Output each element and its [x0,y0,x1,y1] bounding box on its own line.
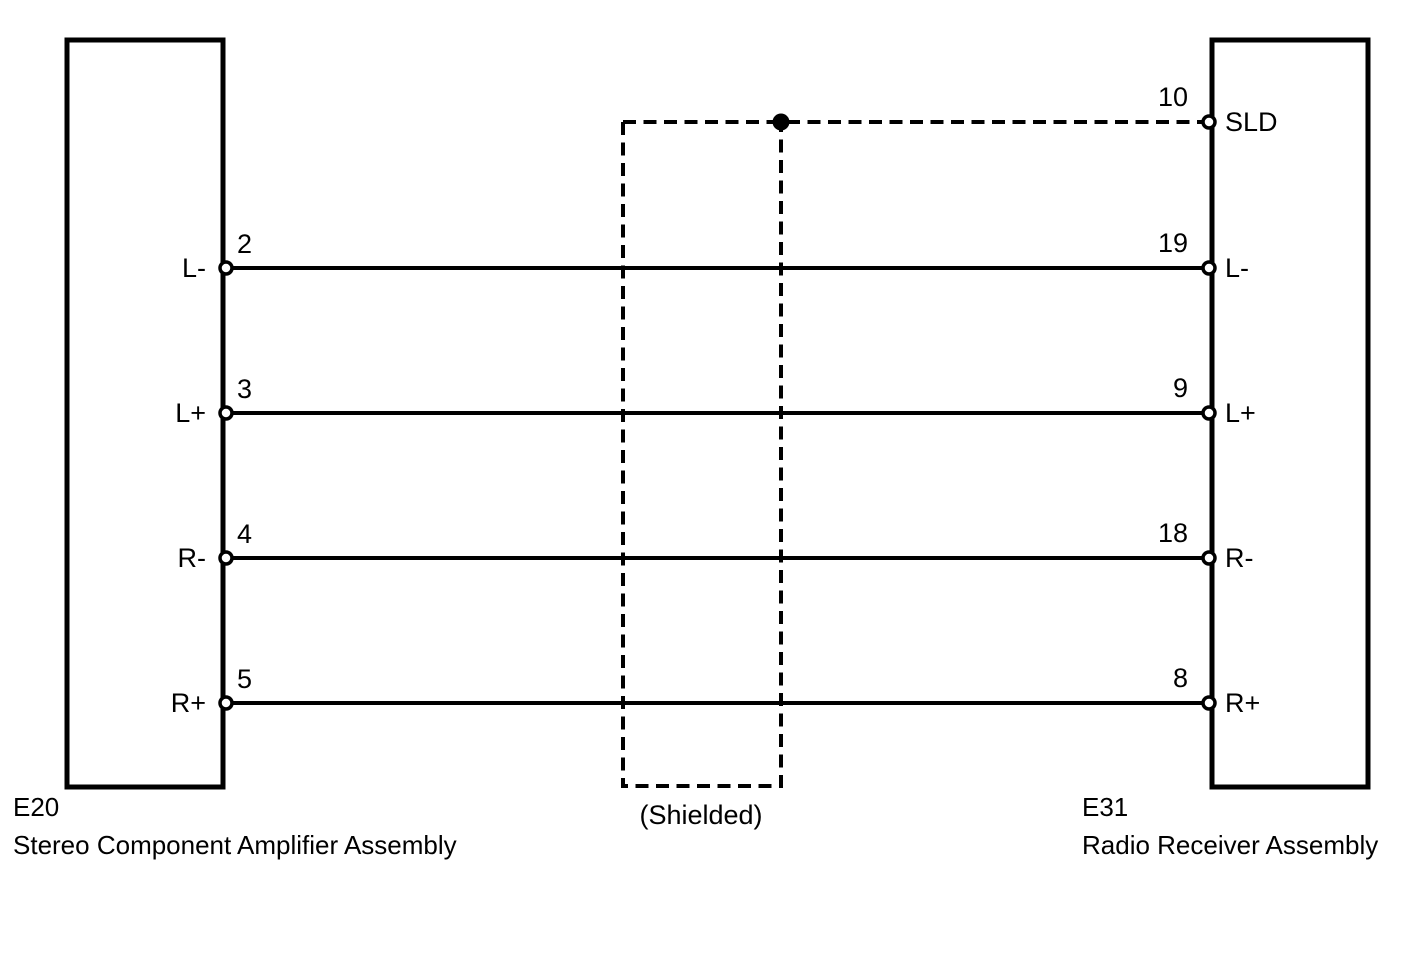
pin-terminal-e20-4 [218,550,234,566]
pin-number-e20-5: 5 [237,664,252,694]
pin-terminal-e31-18 [1201,550,1217,566]
shield-caption: (Shielded) [639,800,762,830]
pin-number-e20-3: 3 [237,374,252,404]
shield-outline [621,122,783,788]
shield-junction-dot [772,113,790,131]
left-connector-name: Stereo Component Amplifier Assembly [13,830,457,860]
pin-label-e31-l-plus: L+ [1225,398,1256,428]
pin-terminal-e20-3 [218,405,234,421]
pin-terminal-e31-10 [1201,114,1217,130]
right-connector-code: E31 [1082,792,1128,822]
left-connector-box [64,37,226,790]
pin-number-e31-18: 18 [1158,518,1188,548]
pin-label-e20-l-plus: L+ [175,398,206,428]
pin-terminal-e31-9 [1201,405,1217,421]
pin-number-e20-2: 2 [237,229,252,259]
pin-label-e31-r-minus: R- [1225,543,1254,573]
pin-label-e20-r-minus: R- [178,543,207,573]
pin-number-e31-19: 19 [1158,228,1188,258]
right-connector-box [1209,37,1371,790]
pin-terminal-e20-5 [218,695,234,711]
pin-number-e31-10: 10 [1158,82,1188,112]
left-connector-code: E20 [13,792,59,822]
pin-terminal-e20-2 [218,260,234,276]
pin-label-e20-r-plus: R+ [171,688,206,718]
pin-label-e20-l-minus: L- [182,253,206,283]
pin-terminal-e31-19 [1201,260,1217,276]
pin-number-e20-4: 4 [237,519,252,549]
pin-number-e31-8: 8 [1173,663,1188,693]
pin-label-e31-l-minus: L- [1225,253,1249,283]
pin-label-e31-r-plus: R+ [1225,688,1260,718]
pin-label-e31-sld: SLD [1225,107,1278,137]
pin-terminal-e31-8 [1201,695,1217,711]
right-connector-name: Radio Receiver Assembly [1082,830,1378,860]
pin-number-e31-9: 9 [1173,373,1188,403]
